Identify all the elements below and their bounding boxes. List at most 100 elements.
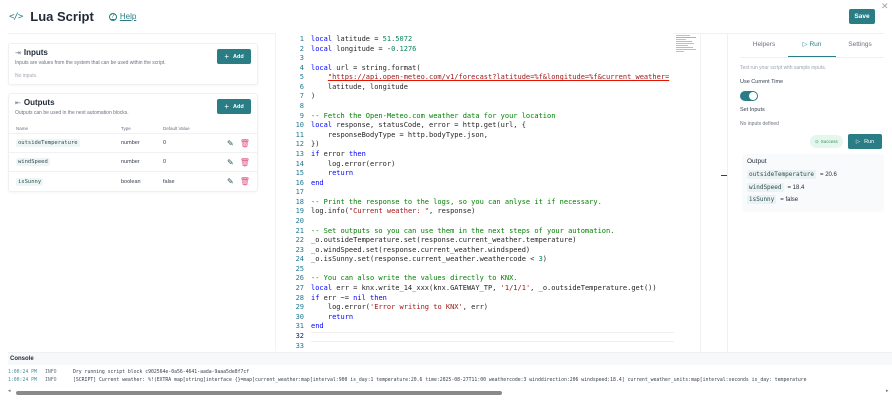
code-line[interactable]: end [311,322,324,331]
editor-minimap[interactable] [676,35,700,61]
code-line[interactable]: -- Set outputs so you can use them in th… [311,226,615,235]
input-icon: ⇥ [15,49,21,57]
minimap-line [676,37,696,38]
output-name-cell: windSpeed [9,158,121,166]
code-line[interactable]: -- You can also write the values directl… [311,274,518,283]
close-icon[interactable]: ✕ [881,1,889,11]
row-actions: ✎ 🗑 [227,177,250,186]
table-row: isSunny boolean false ✎ 🗑 [9,172,257,191]
code-line[interactable]: local err = knx.write_14_xxx(knx.GATEWAY… [311,284,657,293]
code-line[interactable]: local response, statusCode, error = http… [311,121,526,130]
line-number: 13 [295,149,304,158]
output-name: windSpeed [16,158,50,166]
code-line[interactable]: "https://api.open-meteo.com/v1/forecast?… [327,73,670,82]
line-number: 26 [295,274,304,283]
scrollbar-thumb[interactable] [16,391,502,395]
code-line[interactable]: local longitude = -0.1276 [311,44,417,53]
output-panel: Output outsideTemperature = 20.6 windSpe… [742,154,884,212]
trash-icon[interactable]: 🗑 [239,177,250,186]
code-line[interactable]: -- Fetch the Open-Meteo.com weather data… [311,111,556,120]
code-line[interactable]: ​ [311,265,674,275]
minimap-line [676,49,696,50]
code-line[interactable]: ​ [311,102,674,112]
code-line[interactable]: return [327,169,354,178]
scroll-left-arrow-icon[interactable]: ◂ [8,388,11,394]
code-line[interactable]: log.error(error) [311,159,396,168]
set-inputs-label: Set Inputs [740,107,765,113]
tab-run[interactable]: ▷ Run [788,36,836,57]
line-number: 32 [295,331,304,340]
code-line[interactable]: _o.outsideTemperature.set(response.curre… [311,236,577,245]
code-line[interactable]: }) [311,140,320,149]
outputs-title: Outputs [23,98,55,107]
tab-helpers[interactable]: Helpers [752,41,776,48]
inputs-heading: ⇥ Inputs [15,48,48,57]
output-result-row: windSpeed = 18.4 [747,183,804,192]
trash-icon[interactable]: 🗑 [239,138,250,148]
code-line[interactable]: ​ [311,54,674,64]
code-line[interactable]: ​ [311,188,674,198]
outputs-heading: ⇤ Outputs [15,98,55,107]
code-line[interactable]: _o.windSpeed.set(response.current_weathe… [311,245,531,254]
code-line[interactable]: ) [311,92,316,101]
save-button[interactable]: Save [849,9,875,24]
line-number: 23 [295,245,304,254]
run-button[interactable]: ▷ Run [848,134,882,149]
code-line[interactable]: ​ [311,331,674,342]
line-number: 20 [295,216,304,225]
code-line[interactable]: latitude, longitude [311,82,408,91]
status-badge-label: Success [820,139,838,144]
edit-icon[interactable]: ✎ [227,138,234,148]
tab-settings[interactable]: Settings [848,41,872,48]
line-number: 21 [295,226,304,235]
output-result-name: isSunny [747,195,777,204]
line-number: 7 [299,92,304,101]
output-name-cell: outsideTemperature [9,139,121,147]
edit-icon[interactable]: ✎ [227,157,234,167]
code-line[interactable]: if err ~= nil then [311,293,387,302]
output-result-row: outsideTemperature = 20.6 [747,170,837,179]
line-number: 16 [295,178,304,187]
resize-handle[interactable] [721,175,727,176]
line-number: 12 [295,140,304,149]
line-number: 29 [295,303,304,312]
code-line[interactable]: -- Print the response to the logs, so yo… [311,197,602,206]
add-input-button[interactable]: + Add [217,49,251,64]
code-line[interactable]: local latitude = 51.5072 [311,35,413,43]
trash-icon[interactable]: 🗑 [239,157,250,167]
code-line[interactable]: log.info("Current weather: ", response) [311,207,476,216]
code-line[interactable]: _o.isSunny.set(response.current_weather.… [311,255,548,264]
minimap-line [676,35,690,36]
outputs-card: ⇤ Outputs Outputs can be used in the nex… [8,93,258,192]
code-line[interactable]: return [327,312,354,321]
help-link[interactable]: ? Help [108,12,136,21]
code-line[interactable]: responseBodyType = http.bodyType.json, [311,130,489,139]
line-number: 10 [295,121,304,130]
plus-icon: + [224,102,229,111]
code-line[interactable]: if error then [311,149,366,158]
console-horizontal-scrollbar[interactable]: ◂ ▸ [8,388,892,396]
edit-icon[interactable]: ✎ [227,177,234,186]
log-message: [SCRIPT] Current weather: %!(EXTRA map[s… [73,378,807,383]
output-result-value: = 20.6 [820,171,837,178]
line-number: 15 [295,169,304,178]
use-current-time-toggle[interactable] [740,91,758,101]
line-number: 17 [295,188,304,197]
run-button-label: Run [864,138,875,145]
page-title: Lua Script [30,9,94,24]
code-line[interactable]: local url = string.format( [311,63,421,72]
code-line[interactable]: ​ [311,342,674,352]
code-line[interactable]: log.error('Error writing to KNX', err) [311,303,489,312]
outputs-description: Outputs can be used in the next automati… [15,110,129,116]
scroll-right-arrow-icon[interactable]: ▸ [886,388,889,394]
add-output-button[interactable]: + Add [217,99,251,114]
code-line[interactable]: end [311,178,324,187]
code-line[interactable]: ​ [311,217,674,227]
code-icon: </> [9,11,23,22]
log-time: 1:00:24 PM [8,370,37,375]
right-panel-divider[interactable] [727,34,728,352]
play-icon: ▷ [802,41,810,48]
